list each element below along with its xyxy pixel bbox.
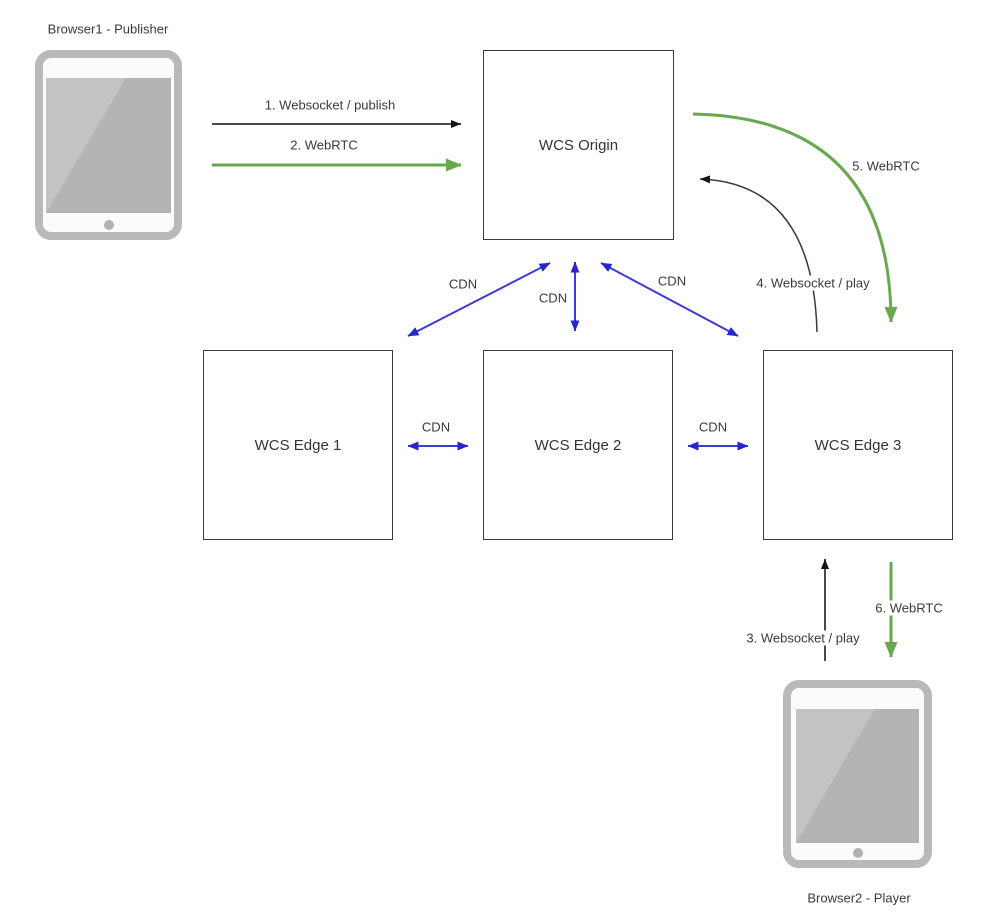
- flow-label-4-websocket-play: 4. Websocket / play: [753, 275, 873, 291]
- cdn-label-edge1-edge2: CDN: [418, 419, 454, 435]
- node-wcs-edge3-label: WCS Edge 3: [814, 436, 902, 454]
- flow-label-5-webrtc: 5. WebRTC: [849, 158, 923, 174]
- tablet-screen: [796, 709, 919, 843]
- player-device-label: Browser2 - Player: [807, 890, 911, 906]
- tablet-home-button: [852, 848, 863, 858]
- node-wcs-edge2: WCS Edge 2: [483, 350, 673, 540]
- node-wcs-edge1-label: WCS Edge 1: [254, 436, 342, 454]
- node-wcs-origin-label: WCS Origin: [538, 136, 619, 154]
- tablet-screen: [46, 78, 171, 213]
- flow-label-1-websocket-publish: 1. Websocket / publish: [261, 97, 399, 113]
- node-wcs-edge2-label: WCS Edge 2: [534, 436, 622, 454]
- cdn-label-edge2-edge3: CDN: [695, 419, 731, 435]
- node-wcs-origin: WCS Origin: [483, 50, 674, 240]
- publisher-device-label: Browser1 - Publisher: [47, 21, 169, 37]
- arrow-4-websocket-play-curve: [699, 175, 818, 333]
- cdn-arrow-origin-edge1: [407, 262, 551, 337]
- flow-label-2-webrtc: 2. WebRTC: [287, 137, 361, 153]
- tablet-screen-shine: [796, 709, 875, 843]
- cdn-label-origin-edge1: CDN: [445, 276, 481, 292]
- node-wcs-edge1: WCS Edge 1: [203, 350, 393, 540]
- publisher-tablet-icon: [35, 50, 182, 240]
- flow-label-6-webrtc: 6. WebRTC: [872, 600, 946, 616]
- arrow-5-webrtc-curve: [692, 112, 898, 323]
- cdn-label-origin-edge3: CDN: [654, 273, 690, 289]
- cdn-arrow-origin-edge3: [600, 262, 739, 337]
- tablet-home-button: [103, 220, 114, 230]
- cdn-label-origin-edge2: CDN: [535, 290, 571, 306]
- player-tablet-icon: [783, 680, 932, 868]
- flow-label-3-websocket-play: 3. Websocket / play: [743, 630, 863, 646]
- node-wcs-edge3: WCS Edge 3: [763, 350, 953, 540]
- tablet-screen-shine: [46, 78, 126, 213]
